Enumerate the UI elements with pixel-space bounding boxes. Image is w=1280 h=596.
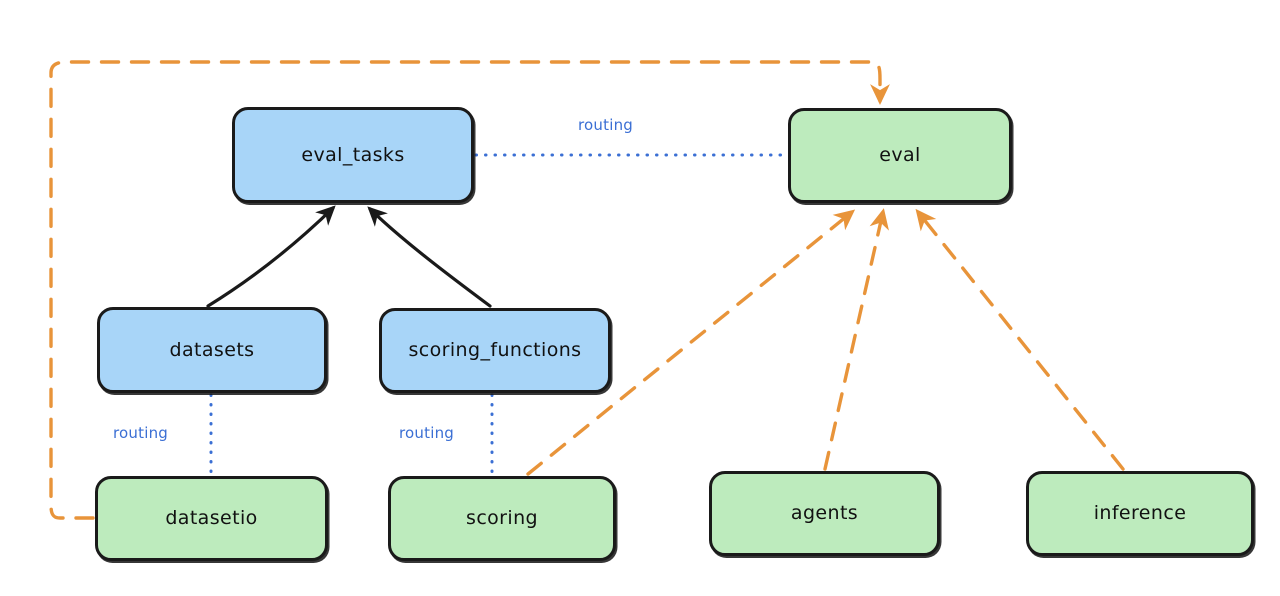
- node-label: agents: [790, 502, 859, 525]
- edge-label-routing-eval-tasks: routing: [578, 116, 633, 134]
- edge-datasets-to-eval_tasks: [206, 205, 336, 308]
- node-label: datasets: [169, 338, 255, 361]
- node-label: scoring: [466, 507, 538, 530]
- node-scoring[interactable]: scoring: [388, 476, 616, 561]
- node-eval[interactable]: eval: [788, 108, 1012, 203]
- edge-scoring_functions-to-eval_tasks: [367, 206, 492, 308]
- node-label: datasetio: [165, 507, 258, 530]
- node-agents[interactable]: agents: [709, 471, 940, 556]
- edge-label-routing-datasets: routing: [113, 424, 168, 442]
- node-eval-tasks[interactable]: eval_tasks: [232, 107, 474, 203]
- node-inference[interactable]: inference: [1026, 471, 1254, 556]
- edge-inference-to-eval: [915, 208, 1125, 471]
- edge-agents-to-eval: [823, 208, 889, 471]
- node-datasets[interactable]: datasets: [97, 307, 327, 393]
- node-datasetio[interactable]: datasetio: [95, 476, 328, 561]
- node-label: eval: [879, 144, 921, 167]
- node-label: scoring_functions: [408, 339, 582, 362]
- edge-label-routing-scoring-functions: routing: [399, 424, 454, 442]
- node-scoring-functions[interactable]: scoring_functions: [379, 308, 611, 393]
- node-label: inference: [1093, 502, 1187, 525]
- node-label: eval_tasks: [301, 143, 405, 166]
